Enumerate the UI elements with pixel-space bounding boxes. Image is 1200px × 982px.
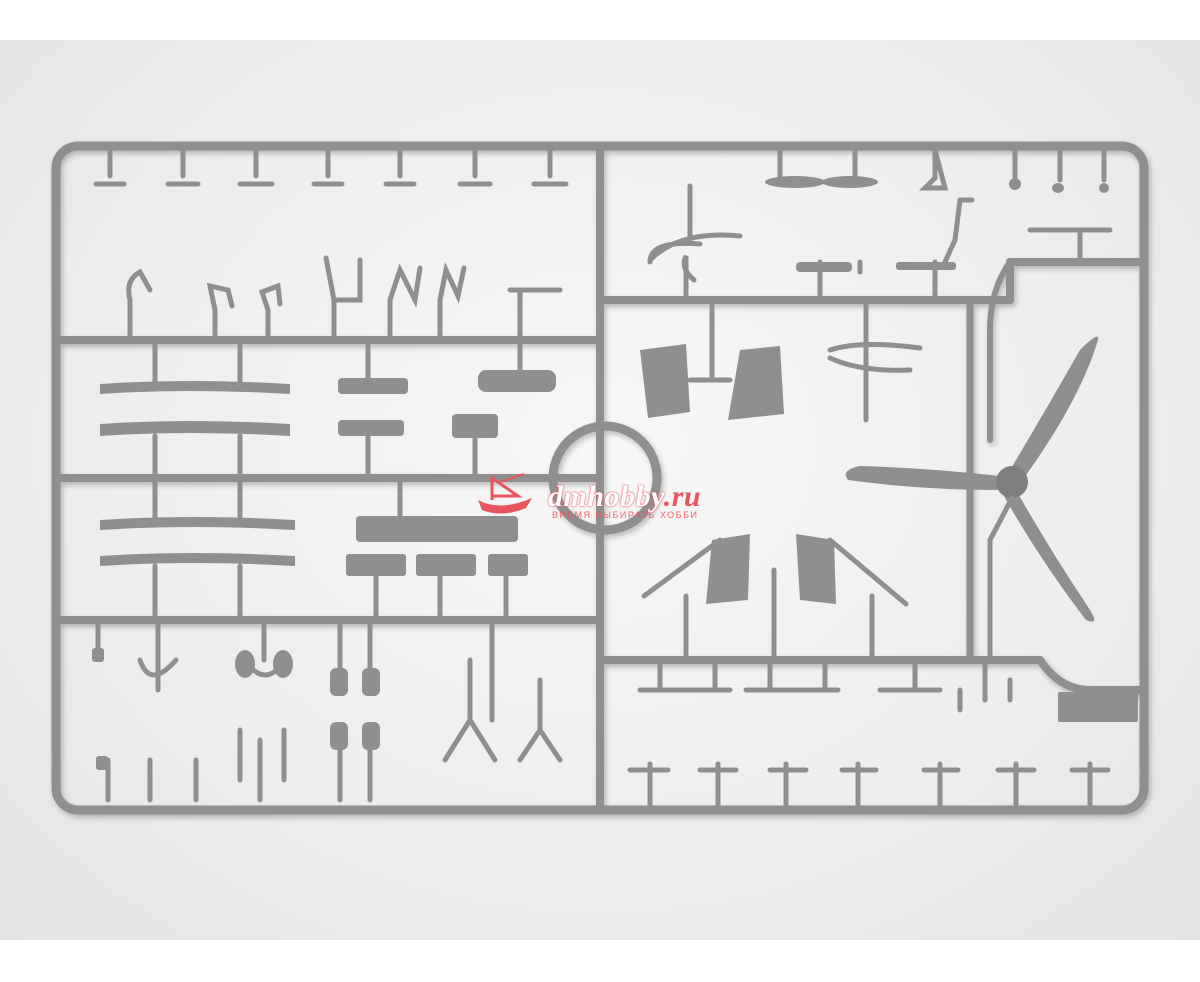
top-band <box>0 0 1200 40</box>
parts-bay-4 <box>95 617 563 803</box>
strips-bay-2 <box>100 370 556 438</box>
bay-3-gates <box>152 475 509 623</box>
parts-right-top <box>647 147 1113 303</box>
panels-right-mid <box>640 344 836 604</box>
corner-block <box>1058 692 1138 722</box>
parts-right-top-solid <box>765 176 1109 272</box>
watermark: dmhobby.ru ВРЕМЯ ВЫБИРАТЬ ХОББИ <box>470 458 740 528</box>
wheels-bay-4 <box>92 648 380 770</box>
parts-right-mid <box>687 297 923 423</box>
lower-struts <box>641 537 909 663</box>
propeller-gate <box>987 495 1015 663</box>
watermark-tagline: ВРЕМЯ ВЫБИРАТЬ ХОББИ <box>552 510 699 520</box>
center-ring <box>548 421 662 535</box>
watermark-brand: dmhobby.ru <box>548 480 702 513</box>
bay-2-gates <box>152 337 523 481</box>
watermark-tld: .ru <box>663 480 702 513</box>
strips-bay-3 <box>100 516 528 576</box>
parts-bay-1 <box>126 255 563 343</box>
ship-icon <box>478 473 532 514</box>
propeller-icon <box>845 336 1099 622</box>
parts-right-bottom <box>627 657 1111 813</box>
part-row-top-left <box>93 147 569 187</box>
